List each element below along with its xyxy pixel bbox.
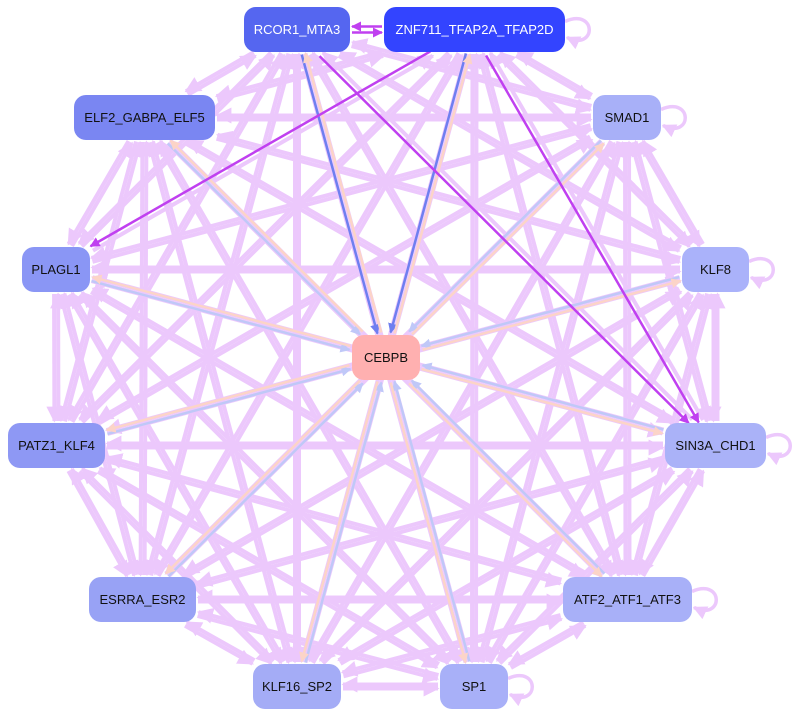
node-label: KLF16_SP2 [261, 679, 333, 694]
edge [215, 136, 682, 267]
edge [91, 286, 588, 575]
node-label: ESRRA_ESR2 [99, 592, 186, 607]
edge [311, 141, 617, 665]
edge-to-center [388, 53, 468, 334]
node-label: ELF2_GABPA_ELF5 [84, 110, 205, 125]
node-label: RCOR1_MTA3 [253, 22, 341, 37]
edge [641, 139, 705, 245]
self-loop-edge [765, 433, 792, 466]
self-loop-edge [691, 587, 718, 620]
edge [96, 134, 592, 422]
edge [480, 140, 627, 664]
node-label: SMAD1 [604, 110, 650, 125]
edge [80, 467, 276, 663]
node-esrra-esr2[interactable]: ESRRA_ESR2 [89, 577, 196, 622]
edge [182, 286, 681, 575]
node-label: KLF8 [699, 262, 732, 277]
self-loop-edge [564, 17, 591, 50]
edge [80, 291, 453, 663]
edge [321, 293, 694, 665]
edge [186, 138, 675, 421]
edge [158, 139, 464, 662]
node-rcor1-mta3[interactable]: RCOR1_MTA3 [244, 7, 350, 52]
node-znf711-tfap2a-tfap2d[interactable]: ZNF711_TFAP2A_TFAP2D [384, 7, 565, 52]
edge-to-center [107, 366, 352, 436]
edge-from-center [169, 139, 364, 333]
edge [98, 466, 440, 666]
edge-to-center [300, 54, 380, 335]
edge [215, 130, 682, 261]
edge-from-center [164, 379, 361, 575]
self-loop-edge [507, 674, 534, 707]
node-label: ATF2_ATF1_ATF3 [574, 592, 681, 607]
edge [637, 142, 702, 248]
edge [70, 141, 134, 248]
edge [196, 608, 440, 678]
edge-from-center [393, 53, 473, 334]
edge-from-center [389, 382, 469, 664]
edge [66, 469, 129, 578]
edge [510, 624, 587, 670]
edge-from-center [105, 363, 350, 433]
edge-to-center [166, 142, 361, 336]
node-plagl1[interactable]: PLAGL1 [22, 247, 90, 292]
edge [516, 50, 593, 97]
self-loop-edge [660, 105, 687, 138]
edge-to-center [391, 380, 471, 662]
node-label: PATZ1_KLF4 [18, 438, 95, 453]
node-klf16-sp2[interactable]: KLF16_SP2 [253, 664, 341, 709]
edge-to-center [408, 139, 602, 333]
edge-strong [318, 55, 690, 425]
edge [311, 51, 617, 575]
edge [70, 467, 133, 575]
node-sp1[interactable]: SP1 [440, 664, 508, 709]
node-label: SP1 [461, 679, 487, 694]
edge-from-center [91, 274, 351, 348]
edge-to-center [167, 382, 364, 578]
edge [185, 141, 674, 425]
edge-strong [89, 50, 431, 248]
node-label: ZNF711_TFAP2A_TFAP2D [395, 22, 554, 37]
edge [186, 54, 257, 97]
edge-to-center [91, 279, 351, 353]
edge-from-center [422, 278, 682, 352]
edge [641, 469, 705, 577]
node-label: CEBPB [363, 350, 409, 365]
node-smad1[interactable]: SMAD1 [593, 95, 661, 140]
edge-to-center [421, 362, 664, 431]
node-cebpb[interactable]: CEBPB [352, 335, 420, 380]
node-klf8[interactable]: KLF8 [682, 247, 749, 292]
edge [156, 53, 464, 578]
node-label: SIN3A_CHD1 [675, 438, 756, 453]
node-patz1-klf4[interactable]: PATZ1_KLF4 [8, 423, 105, 468]
edge-from-center [303, 52, 383, 333]
edge-from-center [411, 142, 605, 336]
edge-to-center [304, 381, 384, 663]
node-sin3a-chd1[interactable]: SIN3A_CHD1 [665, 423, 766, 468]
edge-from-center [408, 382, 603, 578]
edge [70, 291, 287, 663]
node-atf2-atf1-atf3[interactable]: ATF2_ATF1_ATF3 [563, 577, 692, 622]
edge [185, 620, 256, 663]
self-loop-edge [748, 257, 775, 290]
edge-to-center [420, 275, 680, 349]
edge [185, 289, 683, 579]
edge [92, 54, 435, 253]
edge-to-center [410, 379, 606, 575]
edge-from-center [299, 381, 379, 663]
edge [105, 453, 563, 582]
edge-from-center [421, 367, 664, 436]
edge [488, 293, 705, 665]
edge-strong [485, 54, 700, 424]
edge [148, 139, 295, 662]
edge [99, 138, 594, 425]
edge [89, 290, 586, 579]
edge [350, 38, 593, 108]
node-label: PLAGL1 [31, 262, 81, 277]
node-elf2-gabpa-elf5[interactable]: ELF2_GABPA_ELF5 [74, 95, 215, 140]
